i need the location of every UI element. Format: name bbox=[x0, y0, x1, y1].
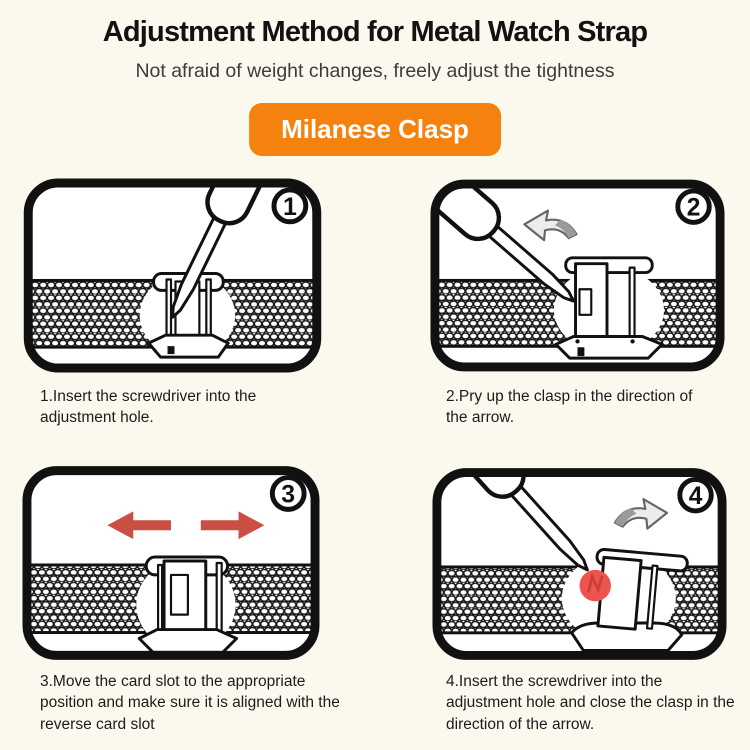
step-1-illustration: 1 bbox=[23, 178, 322, 373]
svg-text:2: 2 bbox=[687, 195, 701, 222]
screwdriver-icon bbox=[436, 472, 589, 572]
step-2-illustration: 2 bbox=[430, 179, 725, 372]
step-1-caption: 1.Insert the screwdriver into the adjust… bbox=[40, 388, 257, 427]
panel-border bbox=[430, 179, 725, 372]
page-subtitle: Not afraid of weight changes, freely adj… bbox=[135, 60, 615, 82]
panel-border bbox=[22, 466, 320, 660]
step-number-badge: 1 bbox=[271, 187, 309, 225]
screwdriver-icon bbox=[171, 182, 296, 319]
slide-left-arrow-icon bbox=[107, 511, 171, 540]
panel-border bbox=[23, 178, 322, 373]
step-3-illustration: 3 bbox=[22, 466, 320, 660]
curved-arrow-left-icon bbox=[523, 209, 578, 242]
panel-border bbox=[432, 468, 727, 660]
step-4-illustration: 4 bbox=[432, 468, 727, 660]
page-title: Adjustment Method for Metal Watch Strap bbox=[102, 16, 648, 48]
slide-right-arrow-icon bbox=[200, 511, 265, 540]
step-2-caption: 2.Pry up the clasp in the direction of t… bbox=[446, 388, 693, 427]
clasp bbox=[136, 555, 239, 654]
clasp bbox=[553, 256, 665, 360]
step-number-badge: 4 bbox=[677, 476, 714, 514]
svg-text:3: 3 bbox=[281, 481, 295, 508]
milanese-clasp-badge: Milanese Clasp bbox=[249, 103, 501, 156]
step-3-caption: 3.Move the card slot to the appropriate … bbox=[40, 673, 340, 733]
svg-text:4: 4 bbox=[689, 483, 703, 510]
step-4-caption: 4.Insert the screwdriver into the adjust… bbox=[446, 673, 735, 733]
curved-arrow-right-icon bbox=[613, 498, 669, 530]
step-number-badge: 2 bbox=[675, 188, 712, 225]
svg-text:1: 1 bbox=[283, 193, 297, 221]
adjustment-hole-highlight-icon bbox=[579, 569, 611, 602]
step-number-badge: 3 bbox=[269, 475, 307, 512]
